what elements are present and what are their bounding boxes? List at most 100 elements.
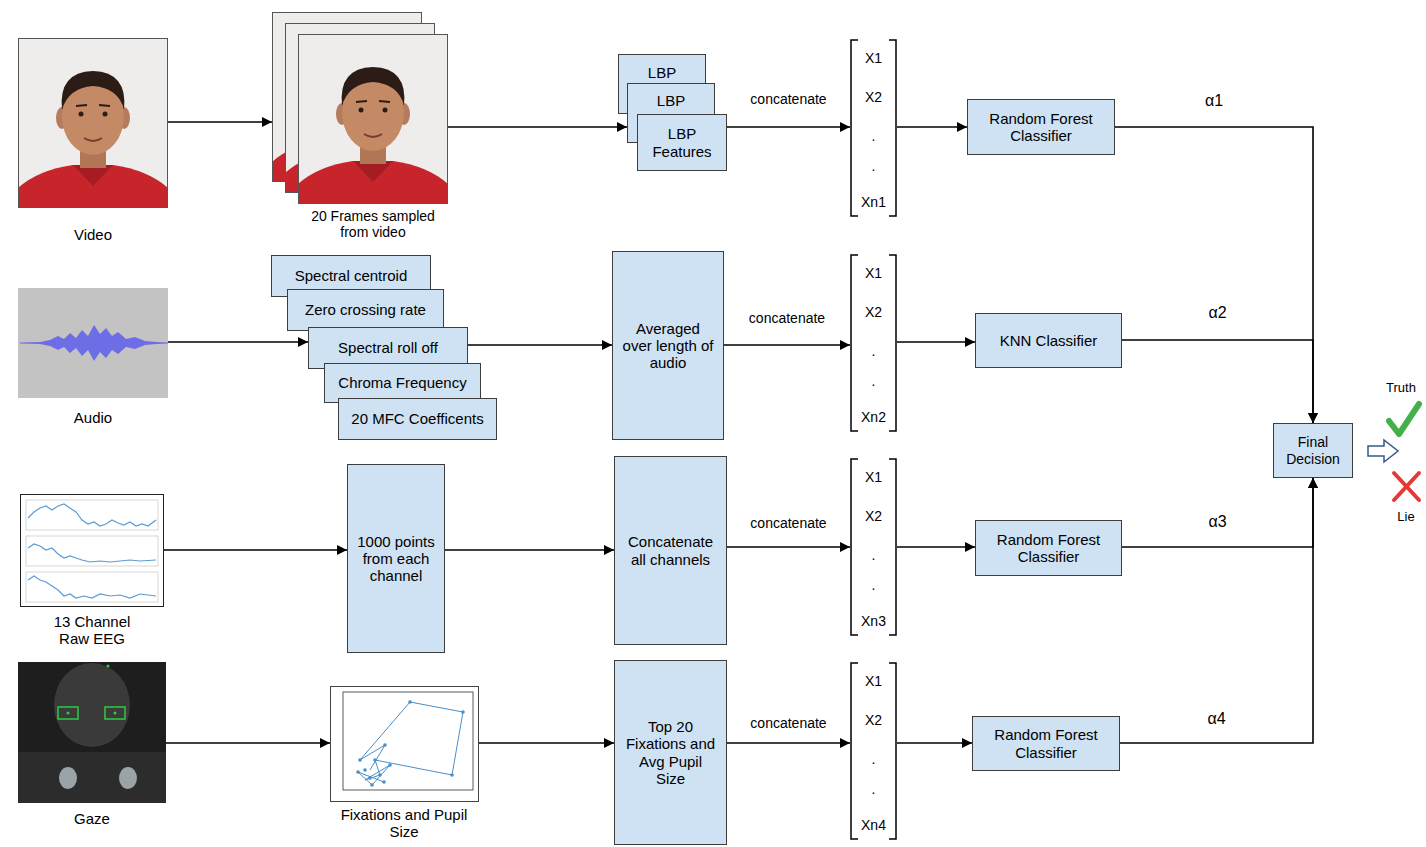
connector-arrow	[1120, 478, 1313, 743]
feature-box: LBP Features	[637, 114, 727, 171]
image-panel: Gaze	[18, 662, 166, 803]
plot-frame	[331, 687, 479, 802]
eeg-panel	[21, 495, 164, 607]
vector-entry: .	[850, 372, 897, 390]
decision-box: Final Decision	[1273, 423, 1353, 478]
vector-entry: .	[850, 127, 897, 145]
connector-arrow	[897, 341, 975, 343]
node-label: Gaze	[32, 810, 152, 827]
frame-stack: 20 Frames sampled from video	[272, 12, 448, 204]
edge-label: concatenate	[748, 91, 828, 108]
fixation-point	[461, 710, 465, 714]
audio-waveform	[20, 325, 168, 361]
node-label: Chroma Frequency	[338, 374, 466, 391]
bracket	[851, 40, 896, 216]
process-box: Averaged over length of audio	[612, 251, 724, 440]
node-label: Fixations and Pupil Size	[329, 806, 479, 841]
classifier-box: Random Forest Classifier	[972, 716, 1120, 771]
node-label: Spectral centroid	[295, 267, 408, 284]
classifier-box: Random Forest Classifier	[975, 520, 1122, 576]
image-panel: Audio	[18, 288, 168, 398]
bracket	[851, 663, 896, 839]
connector-arrow	[897, 546, 975, 548]
connector-arrow	[1122, 478, 1313, 547]
edge-label: concatenate	[747, 310, 827, 327]
fixation-point	[358, 758, 362, 762]
image-panel: 13 Channel Raw EEG	[20, 494, 164, 607]
connector-arrow	[168, 121, 272, 123]
feature-vector: X1X2..Xn4	[850, 663, 897, 839]
output-arrow	[1368, 440, 1398, 462]
plot-axes	[343, 692, 473, 790]
connector-arrow	[1122, 340, 1313, 423]
vector-entry: .	[850, 546, 897, 564]
vector-entry: X1	[850, 264, 897, 282]
vector-entry: .	[850, 750, 897, 768]
fixation-point	[388, 763, 392, 767]
eye-tracker-box	[58, 707, 78, 719]
fixation-path	[358, 702, 463, 785]
reflection	[59, 767, 77, 789]
node-label: Audio	[33, 409, 153, 426]
node-label: LBP	[648, 64, 676, 81]
connector-arrow	[724, 344, 850, 346]
connector-arrow	[164, 549, 347, 551]
edge-label: concatenate	[748, 715, 828, 732]
feature-box: Chroma Frequency	[324, 363, 481, 403]
node-label: Averaged over length of audio	[621, 320, 715, 372]
node-label: Final Decision	[1278, 434, 1348, 466]
gaze-face	[54, 663, 130, 747]
connector-arrow	[897, 126, 967, 128]
outcome-label: Truth	[1384, 380, 1418, 396]
node-label: 1000 points from each channel	[354, 533, 438, 585]
gaze-ground	[18, 662, 166, 803]
image-panel: Video	[18, 38, 168, 207]
vector-entry: .	[850, 157, 897, 175]
feature-box: 20 MFC Coefficents	[338, 398, 497, 440]
connector-arrow	[727, 126, 850, 128]
frame-photo	[298, 34, 448, 204]
node-label: Random Forest Classifier	[979, 726, 1113, 761]
fixation-points	[356, 700, 465, 787]
vector-entry: .	[850, 342, 897, 360]
feature-box: Zero crossing rate	[287, 289, 444, 331]
node-label: 20 Frames sampled from video	[303, 208, 443, 240]
vector-entry: X1	[850, 49, 897, 67]
vector-entry: .	[850, 780, 897, 798]
eeg-trace	[28, 576, 156, 598]
process-box: Concatenate all channels	[614, 456, 727, 645]
bracket	[851, 459, 896, 635]
node-label: LBP	[657, 92, 685, 109]
vector-entry: X1	[850, 672, 897, 690]
vector-entry: Xn1	[850, 193, 897, 211]
gaze-lower-band	[18, 752, 166, 803]
connector-arrow	[727, 546, 850, 548]
node-label: Video	[33, 226, 153, 243]
eeg-trace	[28, 504, 156, 526]
fixation-point	[356, 770, 360, 774]
bracket	[851, 255, 896, 431]
check-mark	[1389, 404, 1419, 434]
node-label: Random Forest Classifier	[974, 110, 1108, 145]
audio-ground	[18, 288, 168, 398]
classifier-box: Random Forest Classifier	[967, 99, 1115, 155]
edge-label: α4	[1205, 709, 1227, 728]
connector-arrow	[479, 742, 614, 744]
feature-vector: X1X2..Xn2	[850, 255, 897, 431]
connector-arrow	[448, 126, 627, 128]
fixation-point	[368, 776, 372, 780]
node-label: Zero crossing rate	[305, 301, 426, 318]
vector-entry: .	[850, 576, 897, 594]
fixation-point	[370, 783, 374, 787]
pupil-dot	[114, 712, 117, 715]
vector-entry: Xn3	[850, 612, 897, 630]
classifier-box: KNN Classifier	[975, 313, 1122, 368]
eye-tracker-box	[105, 707, 125, 719]
node-label: LBP Features	[644, 125, 720, 160]
plot-panel: Fixations and Pupil Size	[330, 686, 479, 802]
connector-arrow	[168, 341, 308, 343]
gaze-dot	[107, 665, 110, 668]
process-box: 1000 points from each channel	[347, 464, 445, 653]
connector-arrow	[897, 742, 972, 744]
